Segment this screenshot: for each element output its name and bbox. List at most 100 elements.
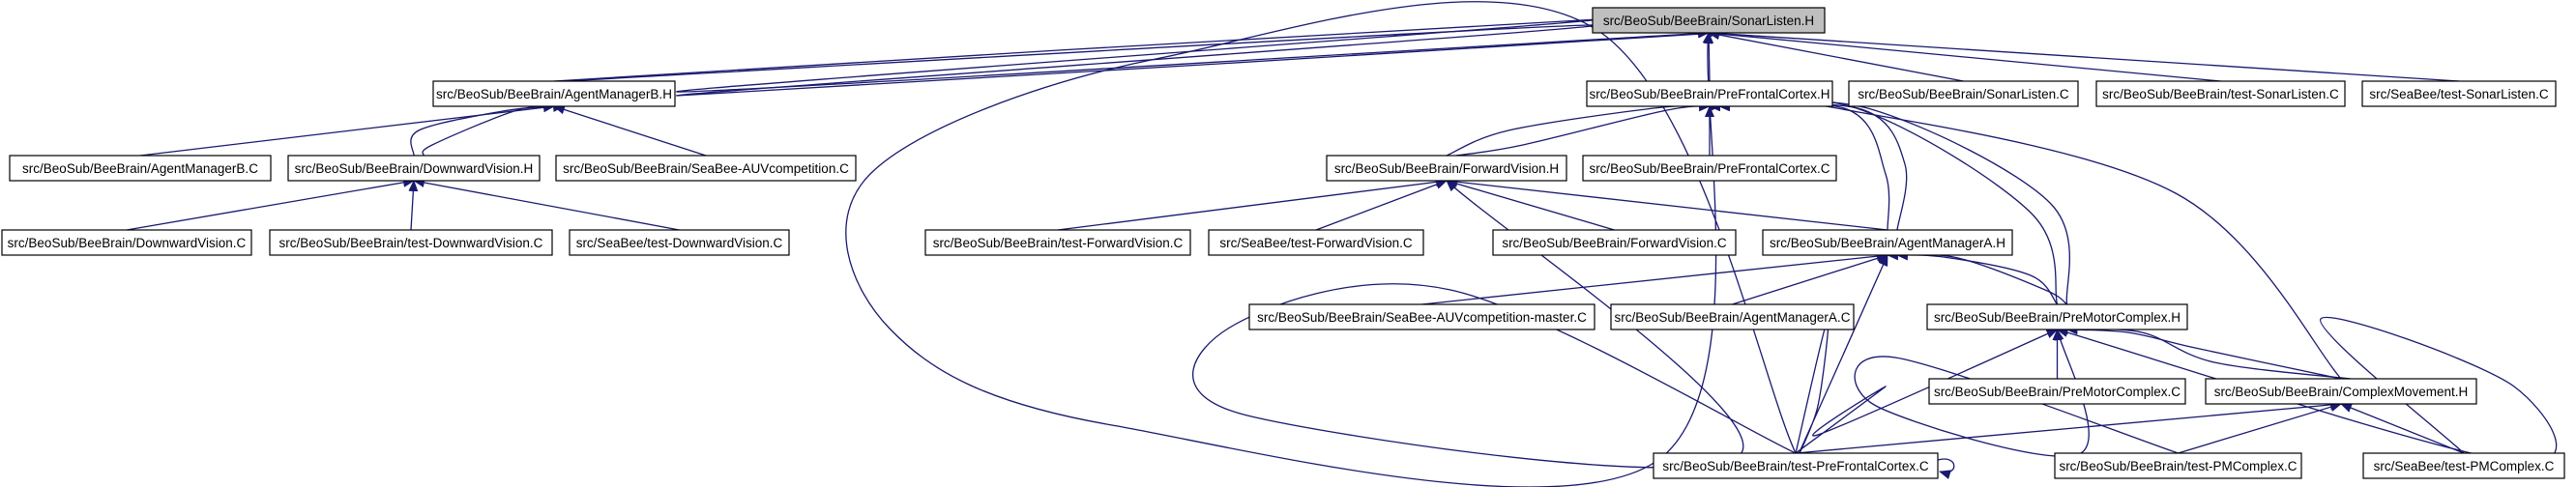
node-box [2361, 80, 2557, 107]
edge-forwardvision_h-to-prefrontalcortex_h [1446, 101, 1711, 157]
node-test-forwardvision-c[interactable]: src/BeoSub/BeeBrain/test-ForwardVision.C [924, 229, 1191, 256]
node-label: src/BeoSub/BeeBrain/PreMotorComplex.H [1934, 310, 2181, 325]
node-box [287, 155, 541, 182]
node-label: src/BeoSub/BeeBrain/PreFrontalCortex.H [1589, 87, 1830, 101]
node-premotorcomplex-c[interactable]: src/BeoSub/BeeBrain/PreMotorComplex.C [1928, 378, 2186, 405]
node-box [2205, 378, 2477, 405]
node-sonarlisten-h[interactable]: src/BeoSub/BeeBrain/SonarListen.H [1592, 7, 1826, 34]
node-box [432, 80, 676, 107]
edge-seabee_test_sonarlisten_c-to-sonarlisten_h [1708, 28, 2460, 82]
node-label: src/BeoSub/BeeBrain/AgentManagerA.C [1615, 310, 1851, 325]
node-agentmanagera-c[interactable]: src/BeoSub/BeeBrain/AgentManagerA.C [1610, 303, 1855, 330]
node-label: src/BeoSub/BeeBrain/test-PreFrontalCorte… [1662, 459, 1929, 473]
node-box [1848, 80, 2079, 107]
node-label: src/BeoSub/BeeBrain/ComplexMovement.H [2214, 385, 2469, 399]
node-agentmanagerb-c[interactable]: src/BeoSub/BeeBrain/AgentManagerB.C [9, 155, 272, 182]
edge-seabee_auvcompetition_master_c-to-agentmanagera_h [1421, 251, 1888, 305]
node-box [555, 155, 857, 182]
edge-sonarlisten_c-to-sonarlisten_h [1708, 30, 1964, 82]
node-label: src/BeoSub/BeeBrain/SeaBee-AUVcompetitio… [563, 161, 849, 176]
node-label: src/BeoSub/BeeBrain/PreFrontalCortex.C [1589, 161, 1830, 176]
node-box [1326, 155, 1567, 182]
node-box [924, 229, 1191, 256]
node-label: src/BeoSub/BeeBrain/SeaBee-AUVcompetitio… [1257, 310, 1587, 325]
edge-test_prefrontalcortex_c-to-complexmovement_h [1795, 400, 2342, 454]
node-box [1582, 155, 1837, 182]
node-label: src/BeoSub/BeeBrain/SonarListen.H [1603, 14, 1814, 28]
edge-premotorcomplex_h-to-agentmanagera_h [1896, 250, 2067, 305]
node-prefrontalcortex-c[interactable]: src/BeoSub/BeeBrain/PreFrontalCortex.C [1582, 155, 1837, 182]
edge-downwardvision_c-to-downwardvision_h [126, 177, 415, 231]
node-prefrontalcortex-h[interactable]: src/BeoSub/BeeBrain/PreFrontalCortex.H [1586, 80, 1833, 107]
edge-test_sonarlisten_c-to-sonarlisten_h [1708, 29, 2221, 82]
edge-complexmovement_h-to-premotorcomplex_h [2056, 325, 2342, 380]
node-premotorcomplex-h[interactable]: src/BeoSub/BeeBrain/PreMotorComplex.H [1926, 303, 2188, 330]
node-seabee-test-forwardvision-c[interactable]: src/SeaBee/test-ForwardVision.C [1208, 229, 1424, 256]
edge-forwardvision_h-to-prefrontalcortex_h [1455, 101, 1720, 157]
node-label: src/SeaBee/test-DownwardVision.C [576, 236, 783, 250]
node-label: src/BeoSub/BeeBrain/AgentManagerB.C [22, 161, 258, 176]
node-box [1653, 452, 1939, 479]
node-box [269, 229, 553, 256]
node-label: src/BeoSub/BeeBrain/AgentManagerB.H [436, 87, 672, 101]
node-box [1926, 303, 2188, 330]
edge-agentmanagera_c-to-agentmanagera_h [1732, 253, 1888, 305]
edge-test_downwardvision_c-to-downwardvision_h [408, 180, 419, 231]
node-agentmanagerb-h[interactable]: src/BeoSub/BeeBrain/AgentManagerB.H [432, 80, 676, 107]
node-forwardvision-c[interactable]: src/BeoSub/BeeBrain/ForwardVision.C [1492, 229, 1737, 256]
node-complexmovement-h[interactable]: src/BeoSub/BeeBrain/ComplexMovement.H [2205, 378, 2477, 405]
edge-agentmanagerb_h-to-sonarlisten_h [563, 24, 1719, 97]
node-label: src/SeaBee/test-SonarListen.C [2369, 87, 2549, 101]
node-label: src/BeoSub/BeeBrain/test-DownwardVision.… [279, 236, 543, 250]
node-test-prefrontalcortex-c[interactable]: src/BeoSub/BeeBrain/test-PreFrontalCorte… [1653, 452, 1939, 479]
node-test-sonarlisten-c[interactable]: src/BeoSub/BeeBrain/test-SonarListen.C [2095, 80, 2346, 107]
node-box [9, 155, 272, 182]
edge-test_prefrontalcortex_c-to-agentmanagera_h [1795, 254, 1888, 462]
node-downwardvision-h[interactable]: src/BeoSub/BeeBrain/DownwardVision.H [287, 155, 541, 182]
node-label: src/BeoSub/BeeBrain/DownwardVision.H [295, 161, 534, 176]
node-test-downwardvision-c[interactable]: src/BeoSub/BeeBrain/test-DownwardVision.… [269, 229, 553, 256]
node-label: src/BeoSub/BeeBrain/SonarListen.C [1858, 87, 2069, 101]
node-box [1492, 229, 1737, 256]
node-label: src/BeoSub/BeeBrain/DownwardVision.C [8, 236, 247, 250]
node-label: src/BeoSub/BeeBrain/ForwardVision.C [1502, 236, 1727, 250]
node-label: src/BeoSub/BeeBrain/ForwardVision.H [1334, 161, 1559, 176]
node-box [1, 229, 252, 256]
node-test-pmcomplex-c[interactable]: src/BeoSub/BeeBrain/test-PMComplex.C [2054, 452, 2302, 479]
edge-prefrontalcortex_h-to-sonarlisten_h [1704, 32, 1714, 82]
node-box [569, 229, 790, 256]
node-label: src/BeoSub/BeeBrain/PreMotorComplex.C [1934, 385, 2181, 399]
edge-seabee_test_pmcomplex_c-to-complexmovement_h [2340, 403, 2465, 454]
node-box [1208, 229, 1424, 256]
edge-test_prefrontalcortex_c-to-test_prefrontalcortex_c [1937, 458, 1955, 479]
edge-agentmanagerb_h-to-sonarlisten_h [553, 18, 1710, 93]
node-box [1592, 7, 1826, 34]
edge-seabee_test_forwardvision_c-to-forwardvision_h [1315, 180, 1448, 231]
edge-downwardvision_h-to-agentmanagerb_h [410, 102, 555, 157]
node-seabee-test-pmcomplex-c[interactable]: src/SeaBee/test-PMComplex.C [2362, 452, 2565, 479]
edge-seabee_test_downwardvision_c-to-downwardvision_h [413, 178, 680, 231]
node-seabee-test-downwardvision-c[interactable]: src/SeaBee/test-DownwardVision.C [569, 229, 790, 256]
node-seabee-auvcompetition-master-c[interactable]: src/BeoSub/BeeBrain/SeaBee-AUVcompetitio… [1248, 303, 1595, 330]
node-box [2054, 452, 2302, 479]
edge-forwardvision_c-to-forwardvision_h [1446, 179, 1615, 231]
node-box [1248, 303, 1595, 330]
node-label: src/BeoSub/BeeBrain/test-ForwardVision.C [933, 236, 1184, 250]
edge-test_forwardvision_c-to-forwardvision_h [1057, 177, 1448, 231]
node-box [1586, 80, 1833, 107]
edge-agentmanagera_h-to-forwardvision_h [1446, 177, 1888, 231]
node-sonarlisten-c[interactable]: src/BeoSub/BeeBrain/SonarListen.C [1848, 80, 2079, 107]
node-label: src/BeoSub/BeeBrain/AgentManagerA.H [1770, 236, 2005, 250]
node-agentmanagera-h[interactable]: src/BeoSub/BeeBrain/AgentManagerA.H [1762, 229, 2013, 256]
node-forwardvision-h[interactable]: src/BeoSub/BeeBrain/ForwardVision.H [1326, 155, 1567, 182]
node-seabee-test-sonarlisten-c[interactable]: src/SeaBee/test-SonarListen.C [2361, 80, 2557, 107]
node-label: src/BeoSub/BeeBrain/test-PMComplex.C [2059, 459, 2297, 473]
edge-test_prefrontalcortex_c-to-sonarlisten_h [845, 1, 1797, 487]
node-downwardvision-c[interactable]: src/BeoSub/BeeBrain/DownwardVision.C [1, 229, 252, 256]
node-label: src/SeaBee/test-ForwardVision.C [1219, 236, 1413, 250]
node-box [1610, 303, 1855, 330]
node-box [2362, 452, 2565, 479]
node-box [1762, 229, 2013, 256]
node-seabee-auvcompetition-c[interactable]: src/BeoSub/BeeBrain/SeaBee-AUVcompetitio… [555, 155, 857, 182]
edge-test_prefrontalcortex_c-to-premotorcomplex_h [1795, 329, 2059, 454]
